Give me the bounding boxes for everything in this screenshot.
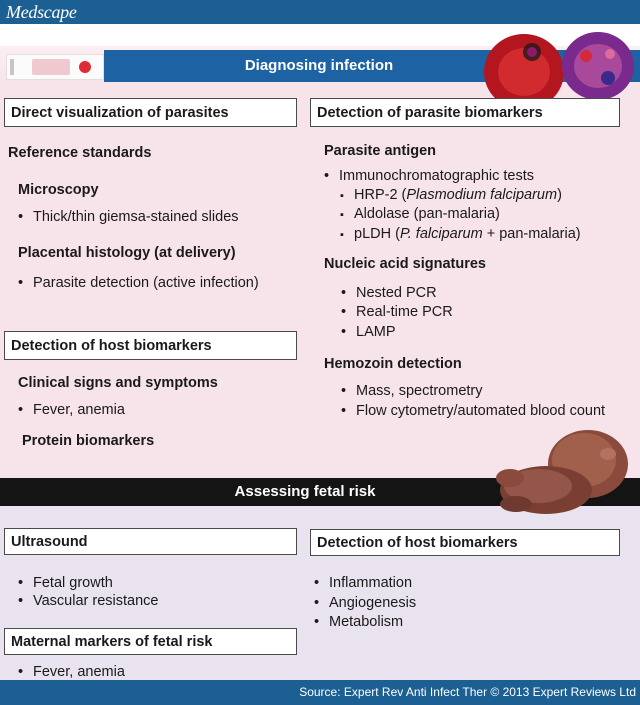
list-item: LAMP [341, 324, 396, 340]
assessing-fetal-risk-title: Assessing fetal risk [234, 483, 376, 500]
list-item: Angiogenesis [314, 595, 416, 611]
nucleic-acid-heading: Nucleic acid signatures [324, 256, 486, 272]
diagnosing-infection-title: Diagnosing infection [244, 57, 394, 74]
list-item: Nested PCR [341, 285, 437, 301]
list-item: Inflammation [314, 575, 412, 591]
list-item: Thick/thin giemsa-stained slides [18, 209, 239, 225]
maternal-markers-box: Maternal markers of fetal risk [4, 628, 297, 655]
direct-visualization-box: Direct visualization of parasites [4, 98, 297, 127]
host-biomarkers-box: Detection of host biomarkers [4, 331, 297, 360]
protein-biomarkers-heading: Protein biomarkers [22, 433, 155, 449]
reference-standards-heading: Reference standards [8, 145, 152, 161]
hrp2-item: HRP-2 (Plasmodium falciparum) [340, 187, 562, 203]
parasite-antigen-heading: Parasite antigen [324, 143, 437, 159]
medscape-logo[interactable]: Medscape [6, 2, 77, 22]
list-item: Fetal growth [18, 575, 113, 591]
list-item: Metabolism [314, 614, 403, 630]
list-item: Parasite detection (active infection) [18, 275, 259, 291]
top-bar: Medscape [0, 0, 640, 24]
list-item: Fever, anemia [18, 402, 125, 418]
placental-histology-heading: Placental histology (at delivery) [18, 245, 236, 261]
red-blood-cell-illustration [484, 32, 634, 110]
aldolase-item: Aldolase (pan-malaria) [340, 206, 500, 222]
ultrasound-box: Ultrasound [4, 528, 297, 555]
blood-smear-thumbnail [6, 54, 104, 80]
fetus-illustration [496, 430, 628, 514]
pldh-item: pLDH (P. falciparum + pan-malaria) [340, 226, 581, 242]
source-citation: Source: Expert Rev Anti Infect Ther © 20… [299, 685, 636, 699]
list-item: Vascular resistance [18, 593, 158, 609]
microscopy-heading: Microscopy [18, 182, 99, 198]
list-item: Real-time PCR [341, 304, 453, 320]
list-item: Fever, anemia [18, 664, 125, 680]
clinical-signs-heading: Clinical signs and symptoms [18, 375, 218, 391]
parasite-biomarkers-box: Detection of parasite biomarkers [310, 98, 620, 127]
fetal-host-biomarkers-box: Detection of host biomarkers [310, 529, 620, 556]
bottom-bar: Source: Expert Rev Anti Infect Ther © 20… [0, 680, 640, 705]
list-item: Flow cytometry/automated blood count [341, 403, 605, 419]
hemozoin-heading: Hemozoin detection [324, 356, 462, 372]
list-item: Mass, spectrometry [341, 383, 483, 399]
list-item: Immunochromatographic tests [324, 168, 534, 184]
